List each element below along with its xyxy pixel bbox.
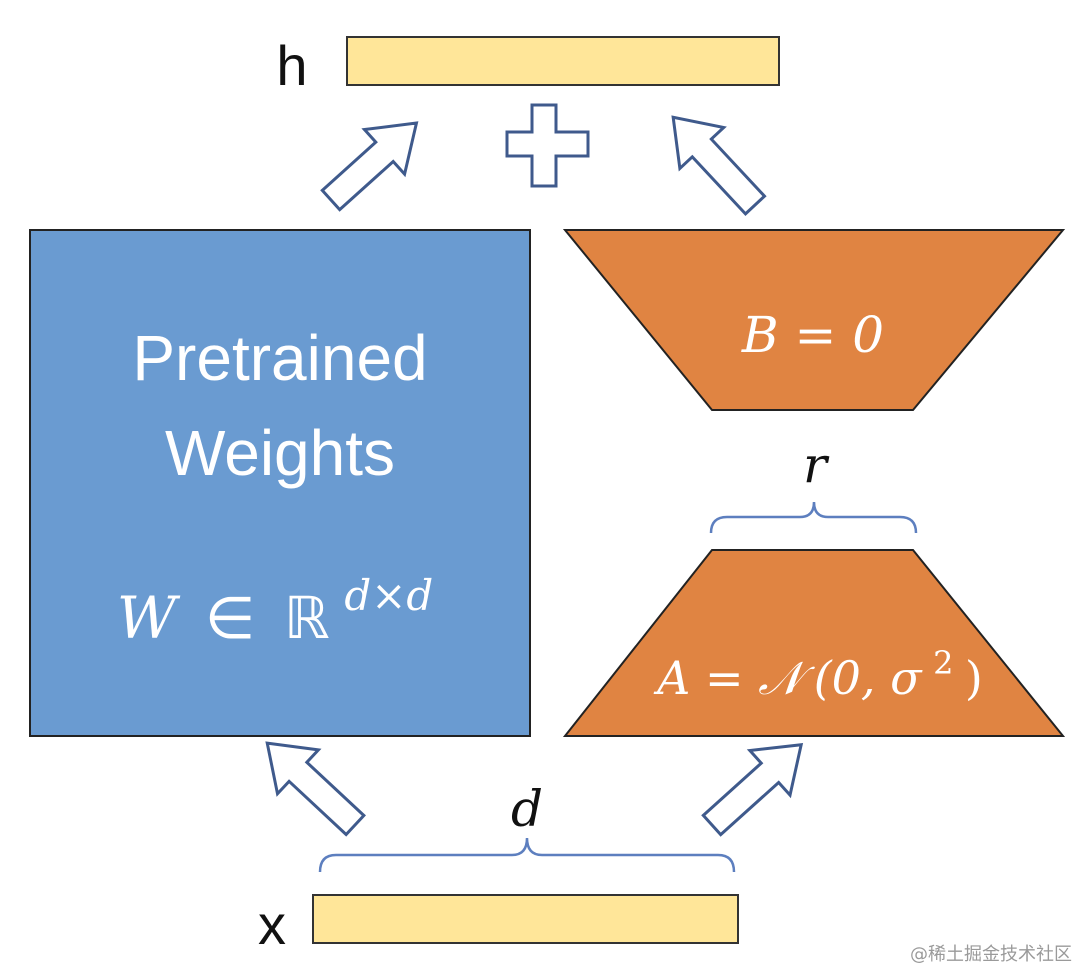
dimension-d-label: d	[511, 780, 543, 838]
dimension-brace	[318, 837, 736, 873]
lora-a-matrix	[562, 549, 1066, 737]
formula-in: ∈	[205, 584, 256, 652]
a-formula-prefix: A =	[653, 651, 758, 705]
rank-r-label: r	[803, 436, 830, 494]
a-formula-args: (0, σ	[814, 651, 923, 705]
arrow-up-right-icon	[320, 121, 419, 212]
a-formula-normal: 𝒩	[758, 651, 815, 705]
b-matrix-label: B = 0	[741, 306, 884, 364]
pretrained-label: Pretrained	[132, 322, 427, 394]
x-input-vector	[312, 894, 739, 944]
formula-superscript: d×d	[344, 571, 433, 620]
x-label: x	[258, 893, 286, 956]
formula-w: W	[117, 584, 181, 652]
a-matrix-formula: A = 𝒩 (0, σ 2 )	[653, 633, 983, 705]
arrow-up-left-icon	[265, 741, 366, 837]
watermark: @稀土掘金技术社区	[910, 944, 1072, 965]
formula-reals: ℝ	[284, 584, 330, 652]
plus-icon	[505, 103, 590, 188]
h-output-vector	[346, 36, 780, 86]
rank-brace	[709, 501, 918, 534]
h-label: h	[276, 34, 307, 97]
a-formula-close: )	[965, 651, 983, 705]
arrow-up-right-icon	[701, 742, 804, 837]
lora-b-matrix	[562, 229, 1066, 411]
weights-label: Weights	[165, 417, 395, 489]
weight-matrix-formula: W ∈ ℝ d×d	[117, 571, 434, 652]
a-formula-superscript: 2	[933, 644, 953, 682]
arrow-up-left-icon	[671, 115, 767, 216]
pretrained-weights-block	[29, 229, 531, 737]
